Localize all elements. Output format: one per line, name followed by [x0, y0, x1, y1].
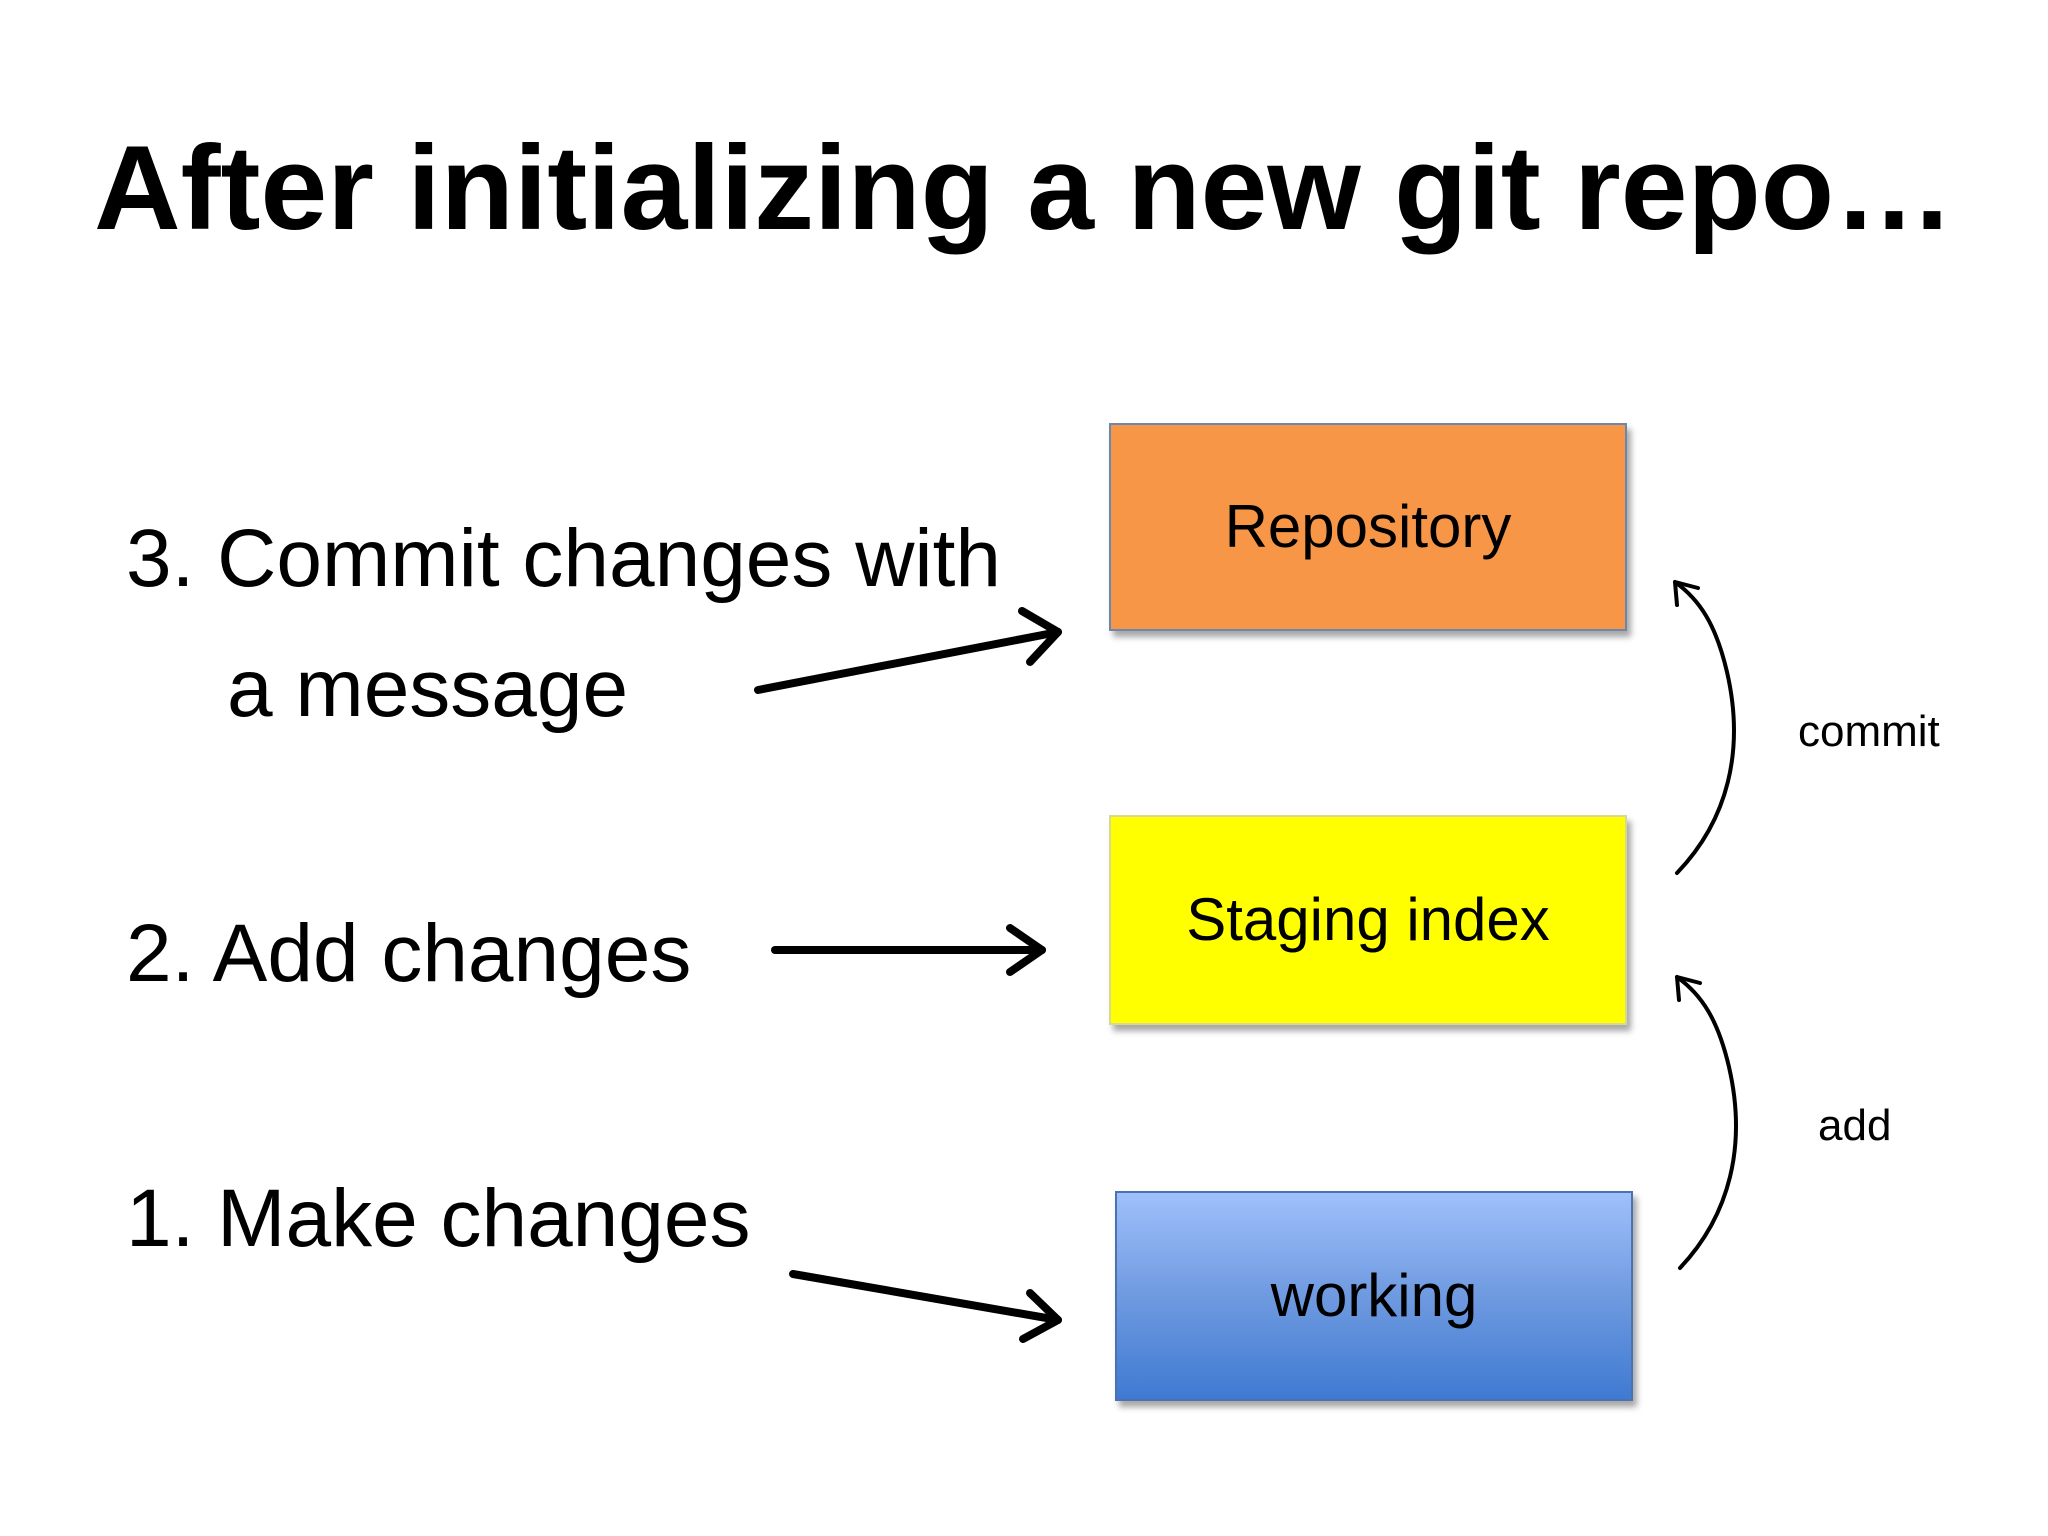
step-2-arrow — [771, 924, 1046, 976]
step-1-text: 1. Make changes — [126, 1173, 751, 1264]
step-3-text-line-1: 3. Commit changes with — [126, 513, 1002, 604]
staging-index-label: Staging index — [1186, 886, 1550, 953]
add-curved-arrow — [1675, 975, 1738, 1270]
staging-index-box: Staging index — [1109, 815, 1627, 1025]
step-3-arrow — [754, 607, 1062, 694]
step-3-text-line-2: a message — [227, 643, 629, 734]
slide-title: After initializing a new git repo… — [93, 121, 1955, 255]
working-box: working — [1115, 1191, 1633, 1401]
repository-box: Repository — [1109, 423, 1627, 631]
commit-label: commit — [1798, 707, 1940, 756]
add-label: add — [1818, 1101, 1892, 1150]
step-2-text: 2. Add changes — [126, 908, 692, 999]
repository-label: Repository — [1224, 493, 1512, 560]
working-label: working — [1270, 1262, 1478, 1329]
step-1-arrow — [789, 1270, 1062, 1343]
commit-curved-arrow — [1673, 580, 1736, 875]
